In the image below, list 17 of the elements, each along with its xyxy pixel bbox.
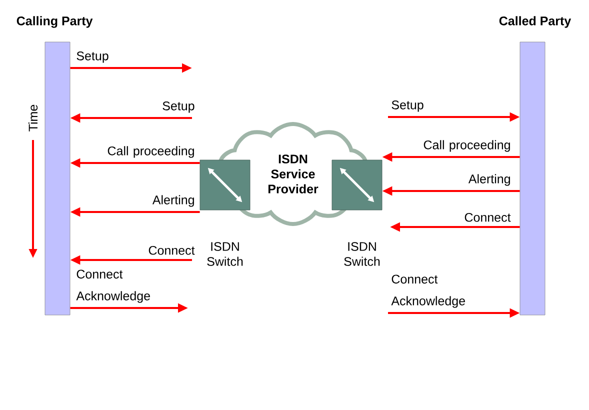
edge-label: Setup <box>162 101 194 113</box>
edge-label: Setup <box>392 100 424 112</box>
edge-label: Call proceeding <box>424 140 510 152</box>
switch-label: ISDN Switch <box>207 242 243 266</box>
edge-label: Alerting <box>152 195 194 207</box>
edge-label: Connect Acknowledge <box>76 270 150 303</box>
edge-label: Call proceeding <box>108 146 194 158</box>
edge-label: Connect <box>464 212 511 222</box>
party-heading: Called Party <box>499 16 572 28</box>
party-heading: Calling Party <box>16 16 93 28</box>
edge-label: Alerting <box>468 174 510 186</box>
edge-label: Connect <box>148 246 195 255</box>
switch-label: ISDN Switch <box>344 242 380 266</box>
switch-icon <box>200 160 250 210</box>
switch-icon <box>332 160 382 210</box>
edge-label: Connect Acknowledge <box>391 274 465 308</box>
edge-label: Setup <box>76 51 108 63</box>
